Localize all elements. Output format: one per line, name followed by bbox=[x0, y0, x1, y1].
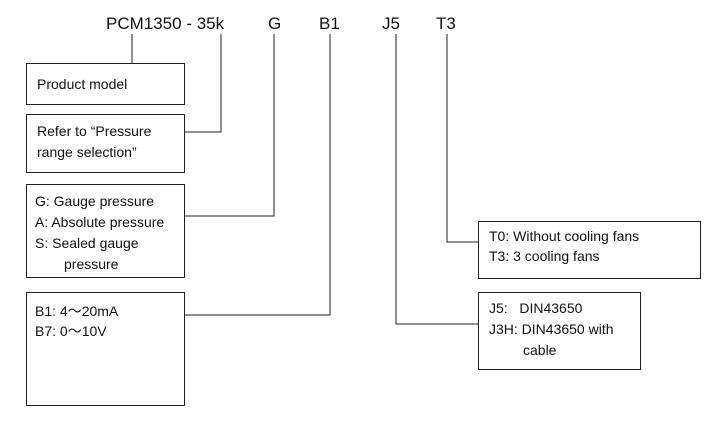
pressure-range-line bbox=[185, 34, 222, 133]
cooling-line bbox=[446, 34, 478, 243]
cooling-box: T0: Without cooling fans T3: 3 cooling f… bbox=[478, 221, 701, 279]
pressure-type-sealed: S: Sealed gauge bbox=[35, 235, 139, 251]
cooling-t0: T0: Without cooling fans bbox=[489, 228, 640, 244]
connector-box: J5: DIN43650 J3H: DIN43650 with cable bbox=[478, 292, 641, 370]
connector-line bbox=[395, 34, 478, 325]
product-model-label: Product model bbox=[37, 76, 128, 92]
pressure-type-sealed-cont: pressure bbox=[64, 256, 119, 272]
product-model-box: Product model bbox=[26, 63, 185, 105]
pressure-range-line-2: range selection” bbox=[37, 144, 137, 160]
pressure-range-line-1: Refer to “Pressure bbox=[37, 123, 152, 139]
pressure-type-gauge: G: Gauge pressure bbox=[35, 193, 155, 209]
pressure-type-absolute: A: Absolute pressure bbox=[35, 214, 165, 230]
pressure-type-box: G: Gauge pressure A: Absolute pressure S… bbox=[26, 184, 185, 278]
model-code-cooling: T3 bbox=[436, 14, 456, 33]
connector-j5: J5: DIN43650 bbox=[489, 300, 583, 316]
output-signal-b7: B7: 0～10V bbox=[35, 323, 107, 339]
model-code-output-signal: B1 bbox=[319, 14, 340, 33]
cooling-t3: T3: 3 cooling fans bbox=[489, 248, 600, 264]
connector-j3h-cont: cable bbox=[523, 342, 557, 358]
output-signal-line bbox=[185, 34, 331, 316]
connector-j3h: J3H: DIN43650 with bbox=[489, 321, 614, 337]
output-signal-b1: B1: 4～20mA bbox=[35, 303, 119, 319]
model-code-connector: J5 bbox=[382, 14, 400, 33]
pressure-range-box: Refer to “Pressure range selection” bbox=[26, 114, 185, 173]
output-signal-box: B1: 4～20mA B7: 0～10V bbox=[26, 292, 185, 406]
model-code-pressure-type: G bbox=[268, 14, 282, 33]
model-code-base: PCM1350 - 35k bbox=[106, 14, 225, 33]
pressure-type-line bbox=[185, 34, 275, 217]
